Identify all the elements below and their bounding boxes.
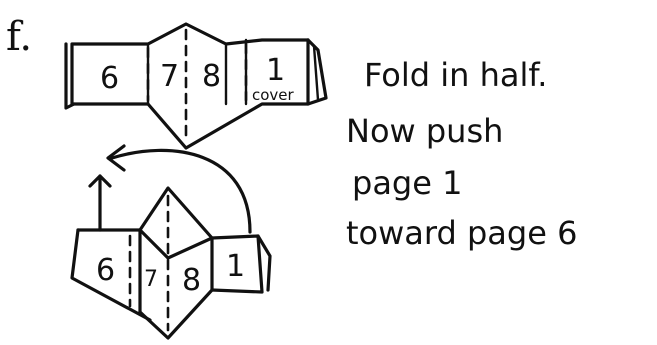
instruction-line: Now push bbox=[346, 112, 503, 150]
bottom-strip: 6 7 8 1 bbox=[72, 146, 270, 338]
top-panel-label: 6 bbox=[100, 61, 119, 96]
top-panel-label: 8 bbox=[202, 59, 221, 94]
instruction-line: Fold in half. bbox=[364, 56, 547, 94]
bottom-middle bbox=[140, 188, 212, 338]
step-label: f. bbox=[6, 14, 32, 60]
top-panel-label: 7 bbox=[160, 59, 179, 94]
bottom-diamond-lower bbox=[140, 230, 212, 258]
push-arrow-curve bbox=[112, 150, 250, 232]
bottom-panel-label: 6 bbox=[96, 253, 115, 288]
instructions: Fold in half. Now push page 1 toward pag… bbox=[346, 56, 577, 252]
instruction-line: page 1 bbox=[352, 164, 462, 202]
cover-label: cover bbox=[252, 86, 295, 104]
top-strip: 6 7 8 1 cover bbox=[66, 24, 326, 148]
instruction-line: toward page 6 bbox=[346, 214, 577, 252]
lift-arrow bbox=[90, 176, 110, 230]
bottom-panel-label: 1 bbox=[226, 249, 245, 284]
bottom-panel-label: 8 bbox=[182, 263, 201, 298]
bottom-panel-label: 7 bbox=[144, 267, 158, 292]
top-panel-label: 1 bbox=[266, 53, 285, 88]
